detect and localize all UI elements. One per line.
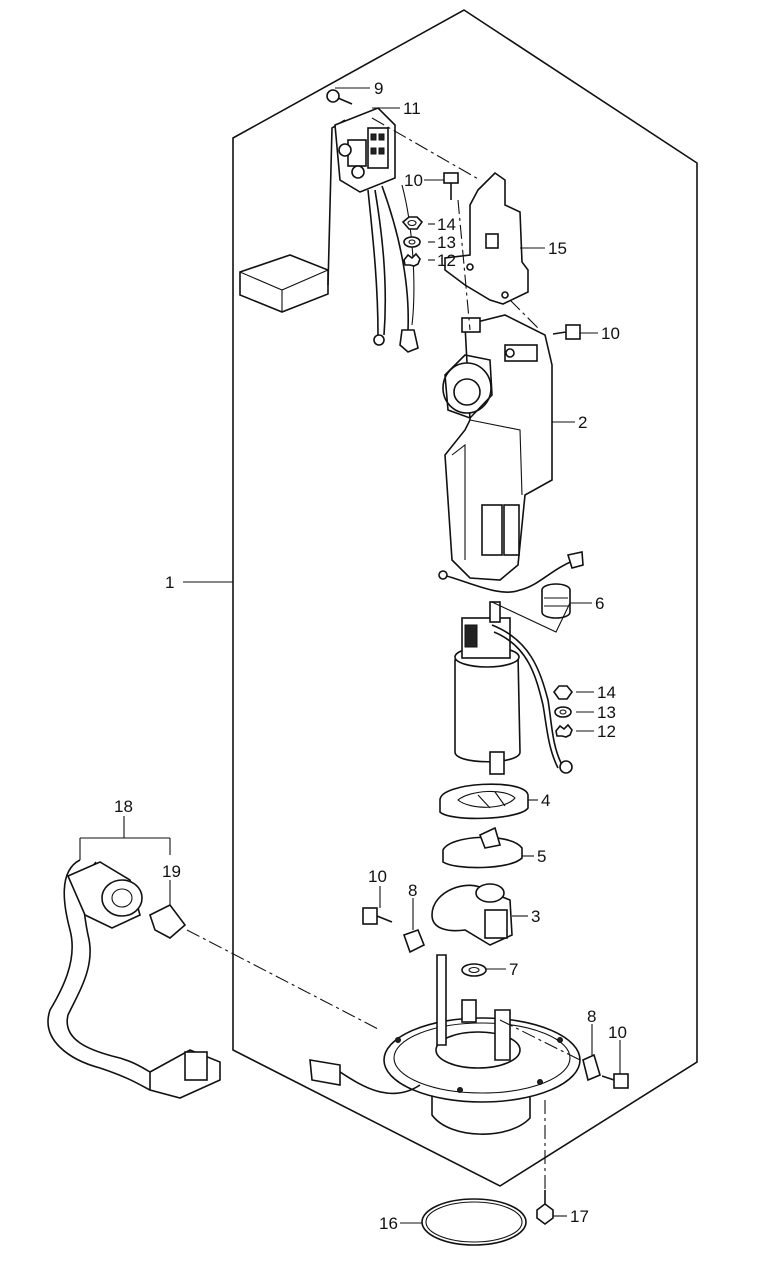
callout-12a: 12 [437,251,456,270]
fuel-pump-motor [454,601,573,775]
callout-14b: 14 [597,683,616,702]
callout-9: 9 [374,79,383,98]
lockwasher-12-top [403,252,421,267]
clip-8-right [582,1053,601,1082]
nut-14-top [401,216,424,230]
filter-plate [442,826,523,869]
callout-2: 2 [578,413,587,432]
callout-10c: 10 [368,867,387,886]
hose-clip-19 [149,903,187,939]
fuel-filter [431,883,513,946]
callout-19: 19 [162,862,181,881]
pump-housing [442,314,553,581]
leader-lines [79,87,621,1224]
fuel-level-gauge [239,107,419,353]
callout-11: 11 [403,99,421,118]
bracket [444,171,529,305]
assembly-boundary [232,9,698,1187]
callout-10a: 10 [404,171,423,190]
callout-1: 1 [165,573,174,592]
callout-3: 3 [531,907,540,926]
bolt-10-right [552,324,581,340]
callout-6: 6 [595,594,604,613]
bolt-17 [536,1190,554,1225]
alignment-lines [186,117,581,1190]
o-ring-7 [461,963,487,977]
callout-12b: 12 [597,722,616,741]
callout-7: 7 [509,960,518,979]
callout-8a: 8 [408,881,417,900]
screw-9 [326,89,353,105]
callout-10d: 10 [608,1023,627,1042]
fuel-hose [47,859,221,1099]
bolt-10-left [362,907,393,925]
callout-15: 15 [548,239,567,258]
callout-labels: 1 2 3 4 5 6 7 8 8 9 10 10 10 10 11 12 12… [114,79,627,1233]
callout-13b: 13 [597,703,616,722]
callout-17: 17 [570,1207,589,1226]
bolt-10-top [443,172,459,200]
callout-5: 5 [537,847,546,866]
pump-base-flange [309,954,581,1135]
callout-4: 4 [541,791,550,810]
washer-13-top [403,236,421,248]
gasket-16 [421,1198,527,1246]
callout-10b: 10 [601,324,620,343]
callout-18: 18 [114,797,133,816]
washer-13-lower [554,706,572,718]
callout-14a: 14 [437,215,456,234]
callout-8b: 8 [587,1007,596,1026]
pump-wire [442,559,576,593]
filter-holder [439,783,529,820]
nut-14-lower [552,685,574,700]
callout-16: 16 [379,1214,398,1233]
lockwasher-12-lower [555,723,573,738]
rubber-cushion [541,583,571,619]
bolt-10-lower-right [601,1073,629,1089]
clip-8-left [402,928,426,954]
callout-13a: 13 [437,233,456,252]
